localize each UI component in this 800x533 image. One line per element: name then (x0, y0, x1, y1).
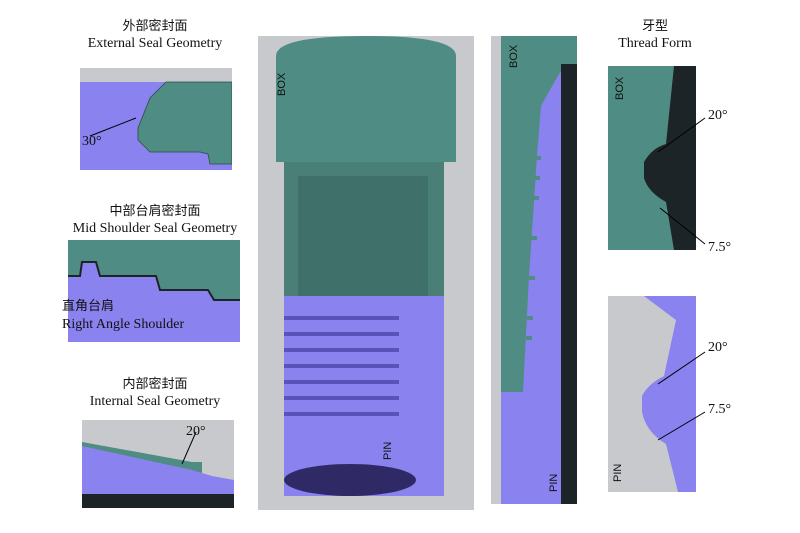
mid-shoulder-title-cn: 中部台肩密封面 (109, 204, 201, 219)
thread-form-box-angle-bottom: 7.5° (708, 240, 732, 255)
thread-form-box-diagram (608, 66, 696, 250)
assembly-cutaway-view (258, 36, 474, 510)
external-seal-diagram (80, 68, 232, 170)
right-angle-shoulder-cn: 直角台肩 (62, 299, 115, 314)
pin-threads (284, 316, 399, 416)
external-seal-title-cn: 外部密封面 (122, 19, 188, 34)
mid-shoulder-title: 中部台肩密封面 Mid Shoulder Seal Geometry (55, 203, 255, 237)
mid-shoulder-title-en: Mid Shoulder Seal Geometry (72, 221, 238, 236)
thread-form-title: 牙型 Thread Form (595, 18, 715, 52)
internal-seal-angle: 20° (186, 424, 206, 439)
thread-form-pin-diagram (608, 296, 696, 492)
mid-shoulder-diagram (68, 240, 240, 342)
external-seal-title: 外部密封面 External Seal Geometry (60, 18, 250, 52)
thread-form-title-cn: 牙型 (641, 19, 668, 34)
external-seal-angle: 30° (82, 134, 102, 149)
external-seal-title-en: External Seal Geometry (87, 36, 223, 51)
right-angle-shoulder-en: Right Angle Shoulder (62, 317, 185, 332)
thread-form-pin-angle-bottom: 7.5° (708, 402, 732, 417)
connection-section-view (491, 36, 577, 504)
internal-seal-title-cn: 内部密封面 (122, 377, 188, 392)
section-threads (526, 156, 541, 340)
thread-form-title-en: Thread Form (618, 36, 692, 51)
thread-form-pin-angle-top: 20° (708, 340, 728, 355)
internal-seal-diagram (82, 420, 234, 508)
internal-seal-title: 内部密封面 Internal Seal Geometry (55, 376, 255, 410)
thread-form-box-angle-top: 20° (708, 108, 728, 123)
internal-seal-title-en: Internal Seal Geometry (89, 394, 221, 409)
right-angle-shoulder-label: 直角台肩 Right Angle Shoulder (62, 298, 184, 334)
